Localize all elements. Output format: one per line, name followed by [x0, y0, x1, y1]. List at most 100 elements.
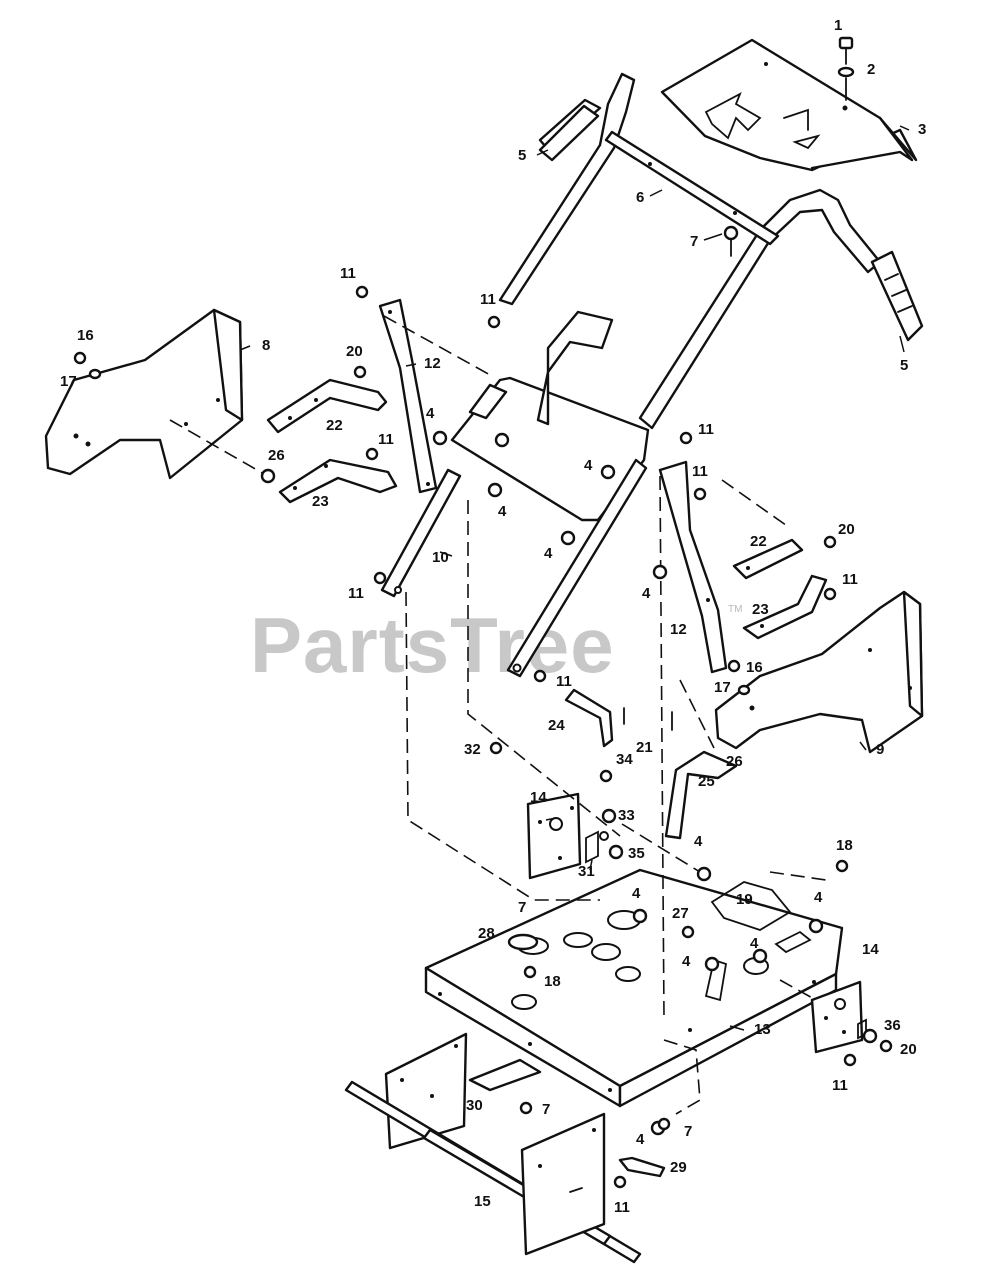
callout-label[interactable]: 16: [77, 327, 94, 344]
callout-label[interactable]: 11: [842, 571, 858, 588]
callout-label[interactable]: 11: [340, 265, 356, 282]
callout-label[interactable]: 23: [752, 601, 769, 618]
part-24-bracket[interactable]: [564, 688, 614, 748]
callout-label[interactable]: 21: [636, 739, 653, 756]
part-5-grip-right[interactable]: [870, 250, 924, 342]
callout-label[interactable]: 7: [690, 233, 698, 250]
callout-label[interactable]: 11: [614, 1199, 630, 1216]
callout-label[interactable]: 11: [556, 673, 572, 690]
callout-label[interactable]: 28: [478, 925, 495, 942]
callout-label[interactable]: 4: [632, 885, 641, 902]
part-3-cover-plate[interactable]: [660, 38, 918, 172]
lower-plate-right[interactable]: [520, 1112, 606, 1256]
part-22-bracket-left[interactable]: [266, 378, 388, 434]
callout-label[interactable]: 4: [584, 457, 593, 474]
callout-label[interactable]: 4: [426, 405, 435, 422]
callout-label[interactable]: 9: [876, 741, 884, 758]
part-12-link-left[interactable]: [378, 298, 438, 494]
callout-label[interactable]: 14: [530, 789, 547, 806]
callout-label[interactable]: 4: [544, 545, 553, 562]
callout-label[interactable]: 30: [466, 1097, 483, 1114]
part-30-bracket[interactable]: [468, 1058, 542, 1092]
callout-label[interactable]: 17: [714, 679, 731, 696]
callout-label[interactable]: 11: [378, 431, 394, 448]
part-8-shroud-left[interactable]: [44, 308, 244, 480]
callout-label[interactable]: 3: [918, 121, 926, 138]
callout-label[interactable]: 5: [518, 147, 526, 164]
callout-label[interactable]: 5: [900, 357, 908, 374]
callout-label[interactable]: 2: [867, 61, 875, 78]
callout-label[interactable]: 12: [424, 355, 441, 372]
callout-label[interactable]: 17: [60, 373, 77, 390]
callout-label[interactable]: 12: [670, 621, 687, 638]
part-9-shroud-right[interactable]: [714, 590, 924, 754]
callout-label[interactable]: 6: [636, 189, 644, 206]
part-12-link-right[interactable]: [658, 460, 728, 674]
assembly-lines: [169, 315, 827, 1115]
part-29-bolt[interactable]: [618, 1156, 666, 1178]
callout-label[interactable]: 25: [698, 773, 715, 790]
part-21-bolt[interactable]: [623, 707, 673, 731]
callout-label[interactable]: 4: [642, 585, 651, 602]
callout-label[interactable]: 14: [862, 941, 879, 958]
callout-label[interactable]: 4: [694, 833, 703, 850]
callout-label[interactable]: 11: [698, 421, 714, 438]
callout-label[interactable]: 29: [670, 1159, 687, 1176]
callout-label[interactable]: 16: [746, 659, 763, 676]
part-22-bracket-right[interactable]: [732, 538, 804, 580]
callout-label[interactable]: 4: [636, 1131, 645, 1148]
callout-label[interactable]: 8: [262, 337, 270, 354]
callout-label[interactable]: 22: [326, 417, 343, 434]
callout-label[interactable]: 20: [838, 521, 855, 538]
callout-label[interactable]: 31: [578, 863, 595, 880]
callout-label[interactable]: 4: [682, 953, 691, 970]
part-10-rod[interactable]: [380, 468, 462, 598]
callout-label[interactable]: 15: [474, 1193, 491, 1210]
callout-label[interactable]: 7: [542, 1101, 550, 1118]
callout-label[interactable]: 26: [726, 753, 743, 770]
callout-label[interactable]: 4: [750, 935, 759, 952]
part-28-washer[interactable]: [507, 933, 539, 951]
callout-label[interactable]: 18: [544, 973, 561, 990]
callout-label[interactable]: 33: [618, 807, 635, 824]
callout-label[interactable]: 20: [346, 343, 363, 360]
part-14-side-plate-right[interactable]: [810, 980, 867, 1054]
callout-label[interactable]: 32: [464, 741, 481, 758]
callout-label[interactable]: 7: [684, 1123, 692, 1140]
part-14-side-plate-upper[interactable]: [526, 792, 609, 880]
part-5-grip-left[interactable]: [538, 104, 600, 162]
callout-label[interactable]: 4: [498, 503, 507, 520]
callout-label[interactable]: 11: [480, 291, 496, 308]
callout-label[interactable]: 11: [348, 585, 364, 602]
part-1-bolt[interactable]: [838, 36, 854, 65]
callout-label[interactable]: 22: [750, 533, 767, 550]
part-23-bracket-right[interactable]: [742, 574, 828, 640]
callout-label[interactable]: 27: [672, 905, 689, 922]
part-6-crossbar[interactable]: [604, 130, 780, 246]
part-23-bracket-left[interactable]: [278, 458, 398, 504]
callout-label[interactable]: 36: [884, 1017, 901, 1034]
callout-label[interactable]: 13: [754, 1021, 771, 1038]
part-16-17-bolt-right[interactable]: [727, 659, 751, 696]
callout-label[interactable]: 11: [692, 463, 708, 480]
callout-label[interactable]: 11: [832, 1077, 848, 1094]
callout-label[interactable]: 18: [836, 837, 853, 854]
control-panel[interactable]: [450, 310, 650, 678]
callout-label[interactable]: 20: [900, 1041, 917, 1058]
part-2-washer[interactable]: [837, 66, 855, 101]
callout-label[interactable]: 23: [312, 493, 329, 510]
callout-label[interactable]: 4: [814, 889, 823, 906]
callout-label[interactable]: 7: [518, 899, 526, 916]
callout-label[interactable]: 35: [628, 845, 645, 862]
part-16-17-bolt-left[interactable]: [73, 351, 102, 380]
callout-label[interactable]: 34: [616, 751, 633, 768]
hardware-markers: [260, 285, 893, 1189]
callout-label[interactable]: 1: [834, 17, 842, 34]
callout-label[interactable]: 26: [268, 447, 285, 464]
callout-label[interactable]: 24: [548, 717, 565, 734]
part-7-nut-crossbar[interactable]: [723, 225, 739, 257]
callout-label[interactable]: 19: [736, 891, 753, 908]
part-25-bracket[interactable]: [664, 750, 738, 840]
part-13-main-frame[interactable]: [424, 868, 844, 1108]
